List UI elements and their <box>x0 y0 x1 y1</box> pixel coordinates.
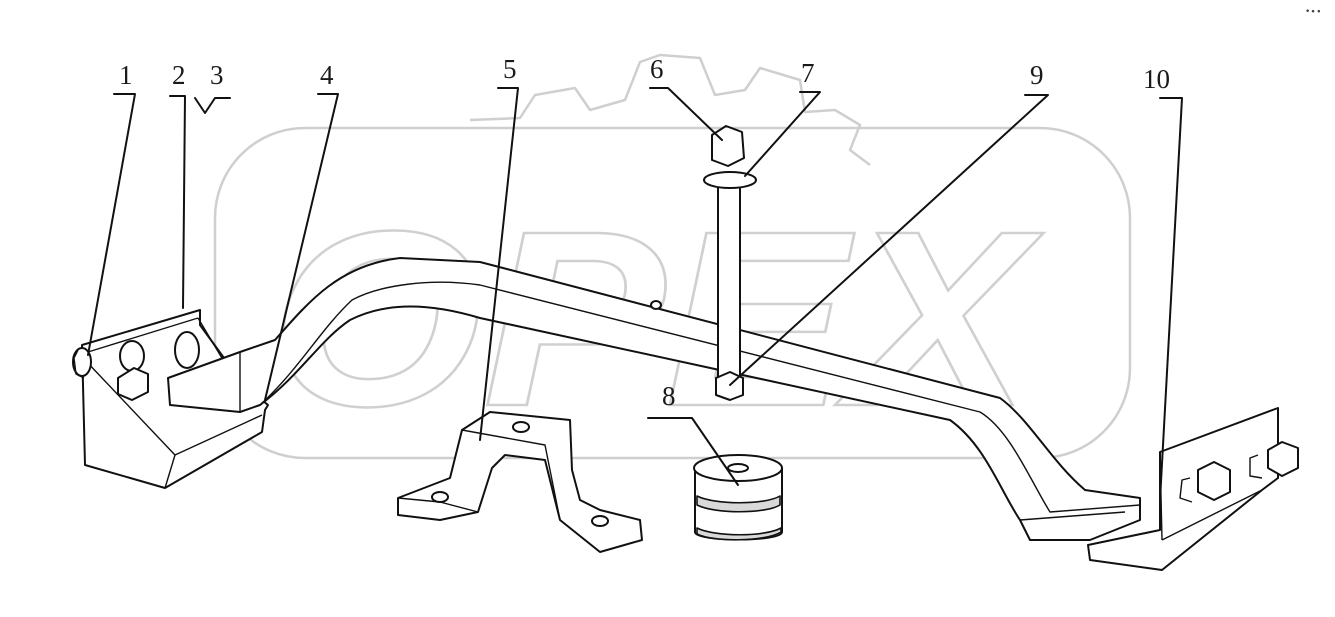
nut-6 <box>711 125 745 167</box>
leader-6 <box>649 87 723 141</box>
corner-mark: •∙∙ <box>1305 7 1322 17</box>
nut-10a <box>1197 461 1231 501</box>
long-bolt <box>703 125 757 401</box>
leader-3 <box>194 97 231 114</box>
leader-1 <box>87 93 136 356</box>
callout-8: 8 <box>662 381 676 411</box>
bolt-head-3 <box>174 331 200 369</box>
leader-9 <box>729 94 1049 386</box>
leader-5 <box>479 87 519 441</box>
leader-10 <box>1159 97 1183 501</box>
callout-9: 9 <box>1030 60 1044 90</box>
u-clamp <box>397 411 643 553</box>
callout-6: 6 <box>650 54 664 84</box>
leader-8 <box>647 417 739 486</box>
callout-1: 1 <box>119 60 133 90</box>
bar-hole <box>650 300 662 310</box>
arched-bar <box>167 257 1141 541</box>
watermark-plate <box>213 126 1132 460</box>
bolt-shank <box>717 184 741 386</box>
callout-4: 4 <box>320 60 334 90</box>
leader-2 <box>169 95 186 309</box>
leader-4 <box>264 93 339 401</box>
nut-2 <box>117 367 149 401</box>
watermark-gear <box>469 53 871 166</box>
callout-10: 10 <box>1143 64 1170 94</box>
rubber-bushing <box>693 454 783 541</box>
right-bracket <box>1087 407 1299 571</box>
callout-3: 3 <box>210 60 224 90</box>
washer-7 <box>703 171 757 189</box>
callout-2: 2 <box>172 60 186 90</box>
callout-7: 7 <box>801 58 815 88</box>
leader-lines <box>87 87 1183 501</box>
callout-labels: 1 2 3 4 5 6 7 8 9 10 <box>119 54 1170 411</box>
nut-10b <box>1267 441 1299 477</box>
bolt-head-1 <box>72 347 92 377</box>
callout-5: 5 <box>503 54 517 84</box>
leader-7 <box>744 91 821 177</box>
